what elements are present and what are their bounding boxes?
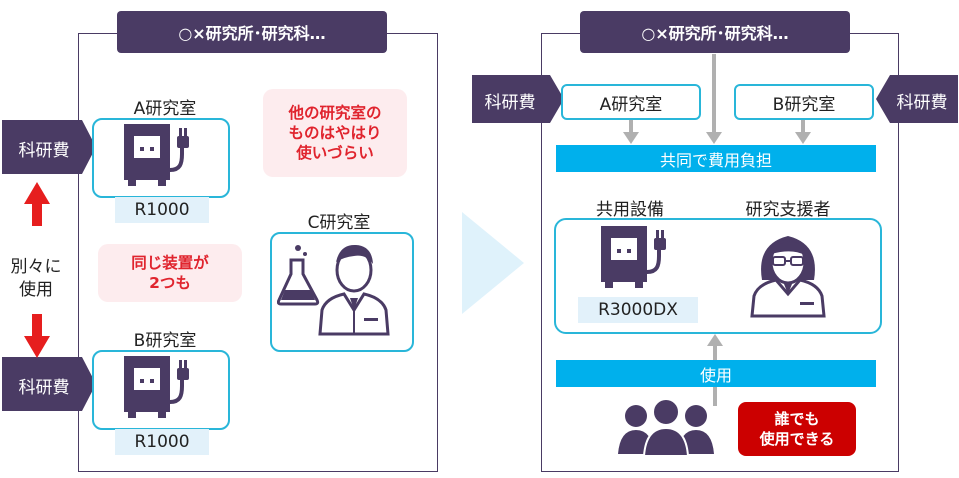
lab-b-model-tag: R1000 bbox=[115, 429, 209, 455]
grant-bottom-label: 科研費 bbox=[18, 378, 70, 398]
grant-arrow-left bbox=[472, 75, 564, 123]
left-panel-title: ○×研究所･研究科… bbox=[117, 11, 387, 53]
separate-use-label-2: 使用 bbox=[19, 280, 53, 300]
separate-use-arrows bbox=[24, 182, 50, 358]
anyone-can-use-badge: 誰でも 使用できる bbox=[738, 402, 856, 456]
lab-a-label: A研究室 bbox=[133, 99, 197, 119]
right-lab-a-box bbox=[561, 84, 701, 120]
support-staff-label: 研究支援者 bbox=[745, 200, 831, 220]
note-other-labs-line1: 他の研究室の bbox=[288, 104, 382, 122]
researcher-icon bbox=[318, 244, 390, 336]
grant-top-label: 科研費 bbox=[18, 141, 70, 161]
grant-arrow-top bbox=[2, 120, 96, 174]
shared-equipment-label: 共用設備 bbox=[596, 200, 664, 220]
left-panel-title-text: ○×研究所･研究科… bbox=[178, 24, 326, 43]
anyone-badge-line1: 誰でも bbox=[774, 410, 820, 428]
right-panel-title-text: ○×研究所･研究科… bbox=[641, 24, 789, 43]
note-other-labs-line3: 使いづらい bbox=[296, 144, 374, 162]
note-same-device-line1: 同じ装置が bbox=[131, 254, 209, 272]
use-bar-label: 使用 bbox=[699, 365, 732, 385]
use-bar: 使用 bbox=[556, 360, 876, 387]
anyone-badge-line2: 使用できる bbox=[759, 430, 835, 448]
right-panel-title: ○×研究所･研究科… bbox=[580, 11, 850, 53]
grant-left-label: 科研費 bbox=[484, 93, 536, 113]
right-lab-b-box bbox=[734, 84, 874, 120]
grant-right-label: 科研費 bbox=[896, 93, 948, 113]
lab-b-label: B研究室 bbox=[133, 331, 197, 351]
note-other-labs: 他の研究室の ものはやはり 使いづらい bbox=[263, 89, 407, 177]
separate-use-label-1: 別々に bbox=[10, 257, 62, 277]
flask-icon bbox=[277, 245, 320, 306]
lab-a-model-tag: R1000 bbox=[115, 197, 209, 223]
equipment-icon bbox=[124, 356, 189, 418]
right-lab-a-label: A研究室 bbox=[599, 95, 663, 115]
right-lab-b-label: B研究室 bbox=[772, 95, 836, 115]
shared-cost-bar: 共同で費用負担 bbox=[556, 145, 876, 172]
flow-arrows bbox=[623, 54, 811, 144]
equipment-icon bbox=[124, 124, 189, 186]
equipment-icon bbox=[601, 226, 666, 288]
flow-chevron-icon bbox=[462, 212, 524, 314]
grant-arrow-bottom bbox=[2, 357, 96, 411]
note-other-labs-line2: ものはやはり bbox=[288, 124, 382, 142]
shared-model-tag: R3000DX bbox=[578, 297, 698, 323]
lab-c-label: C研究室 bbox=[307, 213, 371, 233]
note-same-device-line2: 2つも bbox=[149, 274, 191, 292]
note-same-device: 同じ装置が 2つも bbox=[98, 244, 242, 302]
users-group-icon bbox=[618, 398, 714, 456]
grant-arrow-right bbox=[876, 75, 958, 123]
support-staff-icon bbox=[750, 236, 826, 318]
shared-cost-label: 共同で費用負担 bbox=[659, 150, 772, 170]
